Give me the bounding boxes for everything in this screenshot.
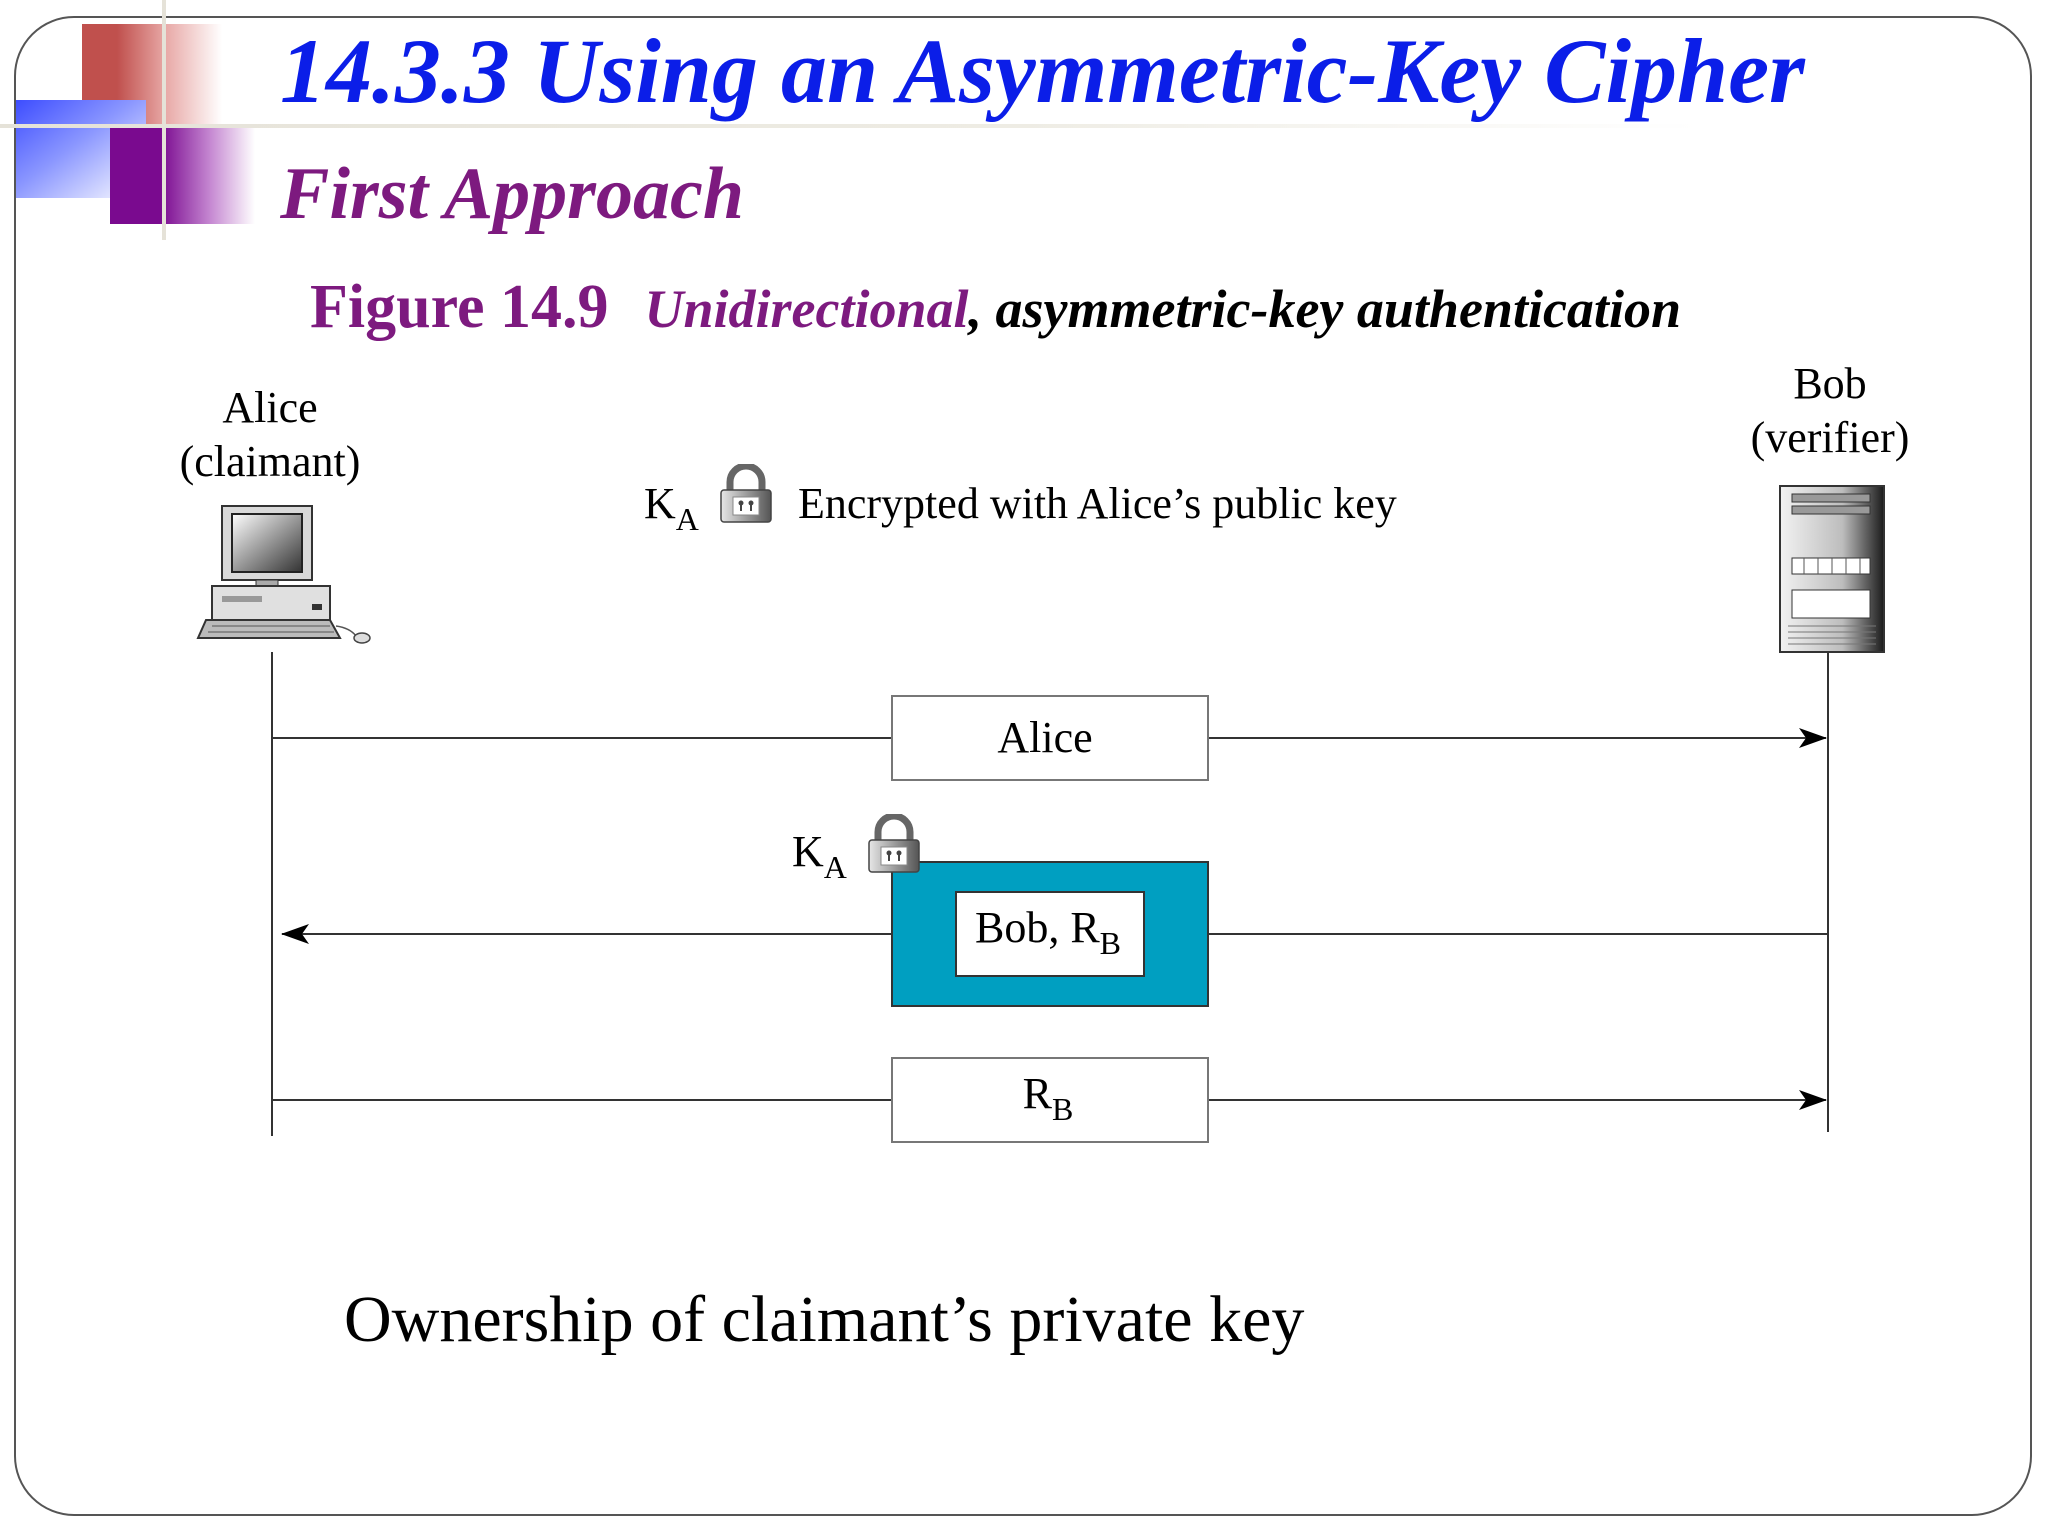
figure-caption-text: , asymmetric-key authentication — [968, 279, 1681, 339]
decor-vertical-line — [162, 0, 166, 240]
message-2-box — [955, 891, 1145, 977]
alice-role: (claimant) — [180, 437, 361, 486]
legend-text: Encrypted with Alice’s public key — [798, 479, 1397, 528]
slide-frame — [14, 16, 2032, 1516]
figure-caption-emphasis: Unidirectional — [644, 279, 969, 339]
message-2-key: KA — [792, 827, 847, 885]
message-2-lock-icon — [869, 816, 919, 872]
lock-icon — [721, 466, 771, 522]
figure-number: Figure 14.9 — [310, 273, 609, 341]
message-1: Alice — [272, 695, 1827, 781]
bob-role: (verifier) — [1751, 413, 1910, 462]
message-2-label: Bob, RB — [975, 903, 1121, 961]
legend-key: KA — [644, 479, 699, 537]
computer-icon — [196, 505, 371, 644]
message-3-box — [891, 1057, 1209, 1143]
decor-horizontal-line — [0, 124, 1700, 128]
bottom-note: Ownership of claimant’s private key — [344, 1283, 1305, 1356]
message-3: RB — [272, 1057, 1827, 1143]
figure-caption: Figure 14.9 Unidirectional, asymmetric-ke… — [310, 272, 1681, 343]
message-1-label: Alice — [997, 713, 1092, 762]
message-2: Bob, RB KA — [281, 816, 1828, 1007]
alice-name: Alice — [222, 383, 317, 432]
server-icon — [1779, 485, 1885, 653]
decor-purple-block — [110, 124, 255, 224]
message-3-label: RB — [1023, 1069, 1074, 1127]
slide-subtitle: First Approach — [280, 153, 744, 235]
slide-title: 14.3.3 Using an Asymmetric-Key Cipher — [280, 20, 1805, 122]
message-1-box — [891, 695, 1209, 781]
bob-name: Bob — [1793, 359, 1866, 408]
